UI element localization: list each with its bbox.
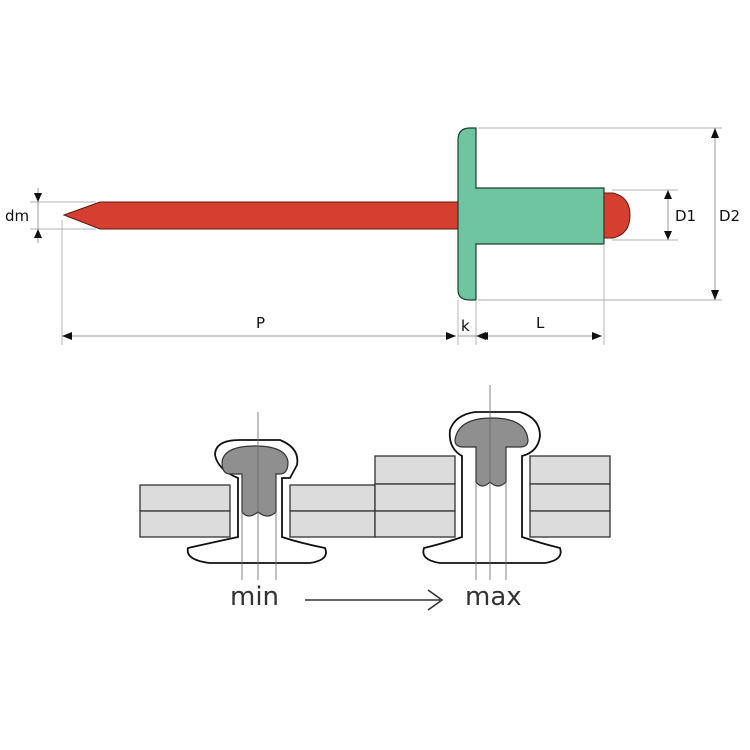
p-dimension: P	[62, 314, 456, 340]
l-label: L	[536, 314, 545, 332]
min-grip-section	[139, 412, 376, 580]
l-dimension: L	[478, 314, 602, 340]
dm-label: dm	[5, 207, 29, 225]
grip-range-caption: min max	[230, 582, 522, 612]
min-label: min	[230, 582, 279, 612]
max-rivet-body	[422, 411, 562, 564]
d2-label: D2	[719, 207, 740, 225]
max-label: max	[465, 582, 522, 612]
d1-label: D1	[675, 207, 696, 225]
min-to-max-arrowhead	[427, 589, 444, 611]
d1-dimension: D1	[664, 190, 696, 240]
d2-dimension: D2	[711, 128, 740, 300]
rivet-profile: dm P k L D1	[5, 127, 740, 345]
dm-dimension: dm	[5, 188, 42, 243]
mandrel-head	[603, 192, 631, 239]
mandrel-shank	[62, 201, 463, 230]
p-label: P	[256, 314, 265, 332]
max-grip-section	[374, 385, 611, 580]
rivet-body	[457, 127, 605, 301]
k-label: k	[461, 317, 470, 335]
